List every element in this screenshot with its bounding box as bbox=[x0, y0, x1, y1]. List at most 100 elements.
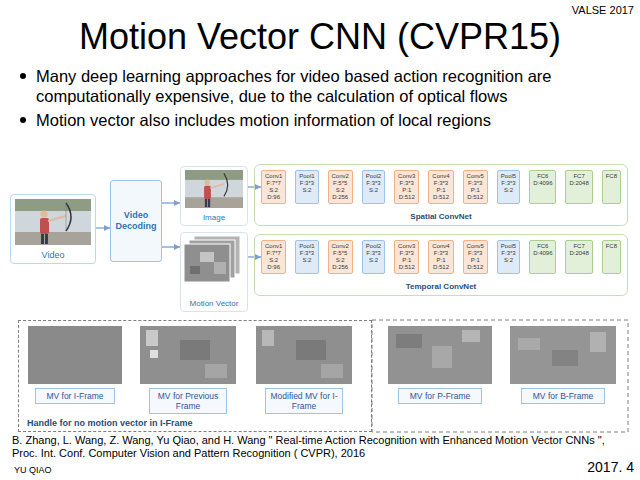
layer-box: Pool2 F:3*3 S:2 bbox=[362, 240, 385, 274]
photo-ground bbox=[185, 197, 243, 208]
layer-box: Pool1 F:3*3 S:2 bbox=[295, 240, 318, 274]
input-panel: Image bbox=[180, 166, 248, 226]
caption-box: MV for B-Frame bbox=[521, 388, 605, 404]
mv-frame bbox=[184, 244, 230, 282]
layer-box: FC6 D:4096 bbox=[529, 170, 556, 204]
bullet-text: Many deep learning approaches for video … bbox=[36, 66, 634, 106]
node-text: Pool1 F:3*3 S:2 bbox=[299, 173, 314, 194]
mv-image bbox=[256, 326, 352, 384]
input-panel: Motion Vector bbox=[180, 232, 248, 312]
label-wrap: 2017. 4 bbox=[520, 459, 634, 475]
node-text: Spatial ConvNet bbox=[410, 212, 471, 222]
mv-patch bbox=[590, 332, 606, 352]
node-text: Pool2 F:3*3 S:2 bbox=[366, 243, 381, 264]
network-band: Spatial ConvNet Conv1 F:7*7 S:2 D:96 Pool1… bbox=[254, 164, 628, 226]
mv-image bbox=[510, 326, 616, 384]
node-text: Temporal ConvNet bbox=[406, 282, 477, 292]
node-text: MV for B-Frame bbox=[525, 391, 601, 401]
person-arm bbox=[48, 216, 66, 221]
bullet-dot bbox=[20, 117, 26, 123]
slide-label: 2017. 4 bbox=[520, 459, 634, 475]
bow-string bbox=[66, 203, 67, 231]
photo-sky bbox=[15, 199, 91, 245]
mv-image bbox=[388, 326, 492, 384]
connector-arrow bbox=[162, 246, 180, 248]
mv-patch bbox=[150, 350, 158, 358]
node-text: Pool2 F:3*3 S:2 bbox=[366, 173, 381, 194]
video-box: Video bbox=[10, 194, 96, 264]
label-wrap: Motion vector also includes motion infor… bbox=[36, 110, 634, 130]
layer-box: Pool2 F:3*3 S:2 bbox=[362, 170, 385, 204]
mv-patch bbox=[214, 262, 226, 274]
process-box: Video Decoding bbox=[110, 180, 162, 262]
layer-box: Conv1 F:7*7 S:2 D:96 bbox=[261, 240, 286, 274]
bullet-dot bbox=[20, 73, 26, 79]
mv-patch bbox=[190, 266, 200, 274]
node-text: FC8 bbox=[606, 243, 617, 250]
slide-label: YU QIAO bbox=[14, 465, 114, 476]
mv-patch bbox=[200, 252, 214, 262]
layer-box: FC8 bbox=[602, 170, 621, 204]
node-text: Motion Vector bbox=[190, 299, 239, 308]
layer-box: Conv3 F:3*3 P:1 D:512 bbox=[394, 170, 419, 204]
layer-box: Conv2 F:5*5 S:2 D:256 bbox=[328, 240, 353, 274]
mv-image-ground bbox=[510, 326, 616, 384]
node-text: Video bbox=[42, 250, 65, 261]
node-text: Modified MV for I-Frame bbox=[269, 391, 339, 411]
mv-patch bbox=[296, 340, 326, 360]
node-text: Conv5 F:3*3 P:1 D:512 bbox=[467, 173, 484, 201]
connector-arrow bbox=[162, 202, 180, 204]
person-body bbox=[40, 218, 49, 234]
bullet-text: Motion vector also includes motion infor… bbox=[36, 110, 634, 130]
node-text: FC7 D:2048 bbox=[569, 243, 588, 257]
person-arm bbox=[210, 184, 224, 188]
node-text: Conv4 F:3*3 P:1 D:512 bbox=[432, 243, 449, 271]
node-text: MV for I-Frame bbox=[39, 391, 111, 401]
label-wrap: YU QIAO bbox=[14, 465, 114, 476]
mv-patch bbox=[146, 330, 158, 346]
mv-image-ground bbox=[140, 326, 236, 384]
node-text: Conv1 F:7*7 S:2 D:96 bbox=[265, 173, 282, 201]
image-photo bbox=[185, 170, 243, 208]
mv-image-ground bbox=[256, 326, 352, 384]
node-text: Conv3 F:3*3 P:1 D:512 bbox=[398, 173, 415, 201]
photo-trees bbox=[185, 170, 243, 180]
node-text: Conv2 F:5*5 S:2 D:256 bbox=[332, 243, 349, 271]
mv-patch bbox=[205, 364, 227, 378]
node-text: Image bbox=[203, 213, 225, 222]
network-band: Temporal ConvNet Conv1 F:7*7 S:2 D:96 Pool… bbox=[254, 234, 628, 296]
slide-title: Motion Vector CNN (CVPR15) bbox=[0, 16, 640, 58]
layer-box: FC7 D:2048 bbox=[565, 170, 592, 204]
node-text: FC8 bbox=[606, 173, 617, 180]
motion-vector-stack bbox=[184, 236, 240, 282]
mv-image bbox=[28, 326, 122, 384]
caption-box: MV for I-Frame bbox=[35, 388, 115, 404]
node-text: Pool5 F:3*3 S:2 bbox=[501, 173, 516, 194]
caption-box: MV for Previous Frame bbox=[149, 388, 227, 414]
layer-box: Conv5 F:3*3 P:1 D:512 bbox=[463, 170, 488, 204]
layer-box: FC8 bbox=[602, 240, 621, 274]
person-head bbox=[41, 211, 48, 218]
layer-box: Conv2 F:5*5 S:2 D:256 bbox=[328, 170, 353, 204]
mv-patch bbox=[262, 330, 274, 346]
label-wrap: VALSE 2017 bbox=[470, 4, 634, 17]
mv-image bbox=[140, 326, 236, 384]
layer-box: Pool5 F:3*3 S:2 bbox=[497, 240, 520, 274]
photo-ground bbox=[15, 232, 91, 245]
mv-patch bbox=[180, 340, 210, 360]
slide-label: VALSE 2017 bbox=[470, 4, 634, 17]
mv-patch bbox=[396, 334, 422, 348]
mv-patch bbox=[462, 330, 480, 342]
layer-box: Conv5 F:3*3 P:1 D:512 bbox=[463, 240, 488, 274]
node-text: Conv4 F:3*3 P:1 D:512 bbox=[432, 173, 449, 201]
connector-arrow bbox=[96, 227, 110, 229]
mv-patch bbox=[552, 350, 578, 366]
bow bbox=[224, 173, 228, 196]
mv-image-ground bbox=[388, 326, 492, 384]
person-leg bbox=[45, 234, 48, 244]
caption-box: Modified MV for I-Frame bbox=[265, 388, 343, 414]
person-head bbox=[204, 179, 209, 185]
title-wrap: Motion Vector CNN (CVPR15) bbox=[0, 16, 640, 58]
node-text: Conv3 F:3*3 P:1 D:512 bbox=[398, 243, 415, 271]
node-text: Conv2 F:5*5 S:2 D:256 bbox=[332, 173, 349, 201]
